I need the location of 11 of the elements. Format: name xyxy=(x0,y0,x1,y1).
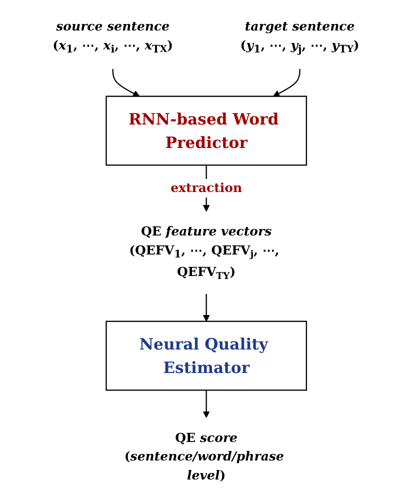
node-text: source sentence (x$_{1}$, ⋯, x$_{i}$, ⋯, x$_{T}$$_{X}$) xyxy=(52,18,174,56)
node-text: QE score (sentence/word/phrase level) xyxy=(124,430,284,482)
arrow xyxy=(202,294,210,322)
node-box: Neural Quality Estimator xyxy=(106,320,308,391)
node-box: RNN-based Word Predictor xyxy=(106,96,308,166)
arrow xyxy=(202,390,210,418)
node-text: QE feature vectors (QEFV$_{1}$, ⋯, QEFV$_{j}$, ⋯, QEFV$_{T}$$_{Y}$) xyxy=(129,224,280,282)
edge-label: extraction xyxy=(170,180,242,196)
node-text: target sentence (y$_{1}$, ⋯, y$_{j}$, ⋯, y$_{T}$$_{Y}$) xyxy=(240,18,360,56)
arrow xyxy=(272,68,300,97)
arrow xyxy=(112,68,140,97)
